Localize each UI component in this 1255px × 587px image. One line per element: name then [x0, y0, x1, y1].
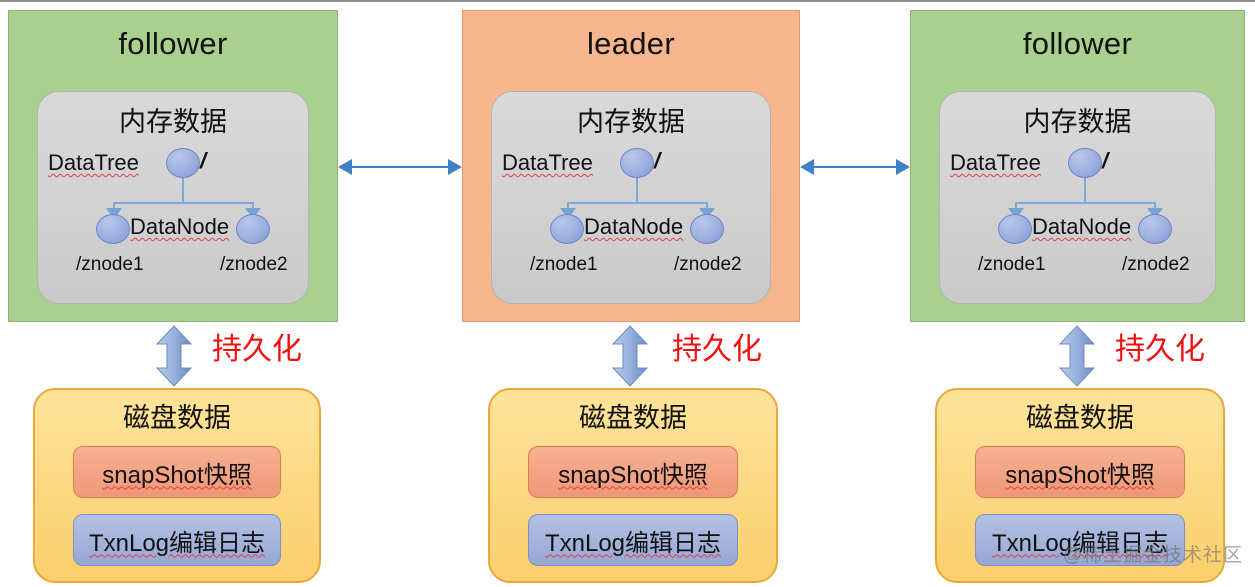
double-arrow-vertical-icon	[1058, 325, 1096, 387]
memory-data-box: 内存数据 DataTree / DataNode /znode1 /znode2	[37, 91, 309, 304]
txnlog-label: TxnLog编辑日志	[544, 529, 722, 557]
arrow-head-right-icon	[448, 159, 462, 175]
memory-data-box: 内存数据 DataTree / DataNode /znode1 /znode2	[939, 91, 1216, 304]
tree-horizontal-line	[1015, 202, 1156, 204]
txnlog-box: TxnLog编辑日志	[73, 514, 281, 566]
child-node-left-circle-icon	[96, 214, 130, 244]
data-tree-graph: DataTree / DataNode /znode1 /znode2	[940, 148, 1215, 303]
disk-data-panel-middle: 磁盘数据 snapShot快照 TxnLog编辑日志	[488, 388, 778, 583]
tree-branch-left-line	[567, 202, 569, 210]
tree-horizontal-line	[113, 202, 254, 204]
persistence-arrow-right	[1058, 325, 1096, 387]
child-node-right-circle-icon	[1138, 214, 1172, 244]
node-panel-leader: leader 内存数据 DataTree / DataNode /znode1 …	[462, 10, 800, 322]
root-node-circle-icon	[166, 148, 200, 178]
txnlog-box: TxnLog编辑日志	[528, 514, 738, 566]
node-panel-follower-right: follower 内存数据 DataTree / DataNode /znode…	[910, 10, 1245, 322]
tree-arrow-right-icon	[1147, 208, 1163, 219]
znode2-label: /znode2	[674, 254, 742, 275]
tree-branch-right-line	[252, 202, 254, 210]
snapshot-label: snapShot快照	[558, 461, 708, 489]
snapshot-box: snapShot快照	[975, 446, 1185, 498]
tree-branch-right-line	[1154, 202, 1156, 210]
persistence-arrow-middle	[611, 325, 649, 387]
txnlog-box: TxnLog编辑日志	[975, 514, 1185, 566]
node-title: leader	[587, 26, 675, 61]
tree-branch-right-line	[706, 202, 708, 210]
znode1-label: /znode1	[530, 254, 598, 275]
child-node-right-circle-icon	[690, 214, 724, 244]
double-arrow-vertical-icon	[611, 325, 649, 387]
datanode-label: DataNode	[584, 214, 684, 239]
child-node-left-circle-icon	[550, 214, 584, 244]
znode2-label: /znode2	[220, 254, 288, 275]
child-node-left-circle-icon	[998, 214, 1032, 244]
txnlog-label: TxnLog编辑日志	[88, 529, 266, 557]
persistence-label-middle: 持久化	[672, 333, 762, 366]
persistence-label-right: 持久化	[1115, 333, 1205, 366]
persistence-arrow-left	[155, 325, 193, 387]
snapshot-label: snapShot快照	[1005, 461, 1155, 489]
disk-data-panel-right: 磁盘数据 snapShot快照 TxnLog编辑日志	[935, 388, 1225, 583]
data-tree-graph: DataTree / DataNode /znode1 /znode2	[492, 148, 770, 303]
arrow-head-right-icon	[896, 159, 910, 175]
disk-data-panel-left: 磁盘数据 snapShot快照 TxnLog编辑日志	[33, 388, 321, 583]
watermark: @稀土掘金技术社区	[1062, 545, 1243, 566]
tree-branch-left-line	[113, 202, 115, 210]
memory-data-box: 内存数据 DataTree / DataNode /znode1 /znode2	[491, 91, 771, 304]
memory-data-title: 内存数据	[577, 107, 685, 137]
node-panel-follower-left: follower 内存数据 DataTree / DataNode /znode…	[8, 10, 338, 322]
node-title: follower	[1022, 26, 1133, 61]
child-node-right-circle-icon	[236, 214, 270, 244]
memory-data-title: 内存数据	[119, 107, 227, 137]
arrow-head-left-icon	[800, 159, 814, 175]
txnlog-label: TxnLog编辑日志	[991, 529, 1169, 557]
datanode-label: DataNode	[130, 214, 230, 239]
sync-arrow-leader-follower	[800, 156, 910, 178]
disk-data-title: 磁盘数据	[123, 403, 231, 433]
memory-data-title: 内存数据	[1023, 107, 1132, 137]
sync-arrow-follower-leader	[338, 156, 462, 178]
tree-arrow-left-icon	[560, 208, 576, 219]
root-path-label: /	[200, 148, 207, 173]
tree-arrow-right-icon	[699, 208, 715, 219]
node-title: follower	[118, 26, 228, 61]
snapshot-label: snapShot快照	[102, 461, 252, 489]
root-path-label: /	[1102, 148, 1109, 173]
tree-branch-left-line	[1015, 202, 1017, 210]
tree-stem-line	[1084, 178, 1086, 204]
datatree-label: DataTree	[48, 150, 139, 175]
arrow-shaft	[812, 166, 898, 168]
datatree-label: DataTree	[502, 150, 593, 175]
arrow-head-left-icon	[338, 159, 352, 175]
snapshot-box: snapShot快照	[73, 446, 281, 498]
persistence-label-left: 持久化	[212, 333, 302, 366]
datanode-label: DataNode	[1032, 214, 1132, 239]
tree-stem-line	[636, 178, 638, 204]
znode2-label: /znode2	[1122, 254, 1190, 275]
root-node-circle-icon	[1068, 148, 1102, 178]
tree-arrow-left-icon	[1008, 208, 1024, 219]
znode1-label: /znode1	[978, 254, 1046, 275]
snapshot-box: snapShot快照	[528, 446, 738, 498]
arrow-shaft	[350, 166, 450, 168]
data-tree-graph: DataTree / DataNode /znode1 /znode2	[38, 148, 308, 303]
tree-stem-line	[182, 178, 184, 204]
znode1-label: /znode1	[76, 254, 144, 275]
root-node-circle-icon	[620, 148, 654, 178]
double-arrow-vertical-icon	[155, 325, 193, 387]
root-path-label: /	[654, 148, 661, 173]
tree-arrow-left-icon	[106, 208, 122, 219]
tree-arrow-right-icon	[245, 208, 261, 219]
datatree-label: DataTree	[950, 150, 1041, 175]
tree-horizontal-line	[567, 202, 708, 204]
disk-data-title: 磁盘数据	[579, 403, 687, 433]
disk-data-title: 磁盘数据	[1026, 403, 1134, 433]
